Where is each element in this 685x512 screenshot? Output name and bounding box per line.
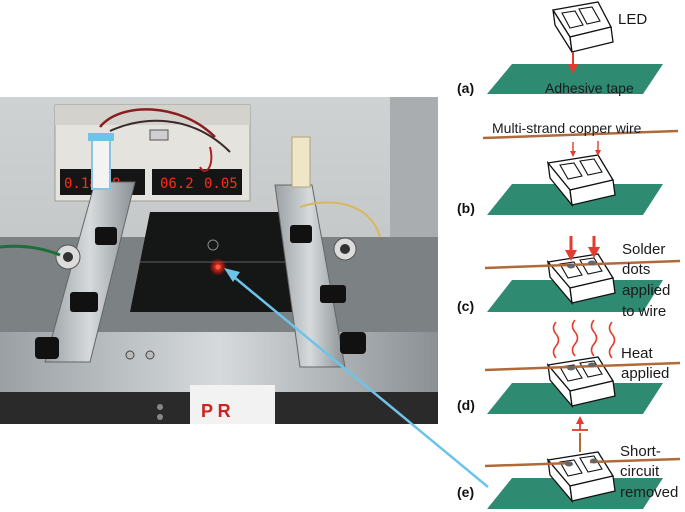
copper-wire-c (484, 259, 681, 270)
copper-wire-label: Multi-strand copper wire (492, 120, 642, 136)
solder-label-4: to wire (622, 303, 666, 320)
panel-d: Heat applied (d) (457, 319, 681, 414)
display-voltage-1: 0.18 (64, 176, 98, 192)
short-label-1: Short- (620, 443, 661, 460)
down-arrow-a (568, 64, 578, 74)
up-arrow-e (576, 416, 584, 424)
heat-waves (552, 319, 616, 359)
adhesive-tape-b (487, 184, 663, 215)
panel-b: Multi-strand copper wire (b) (457, 120, 679, 216)
panel-label-d: (d) (457, 397, 475, 413)
adhesive-tape-a (487, 64, 663, 94)
heat-label-1: Heat (621, 345, 654, 362)
adhesive-tape-d (487, 383, 663, 414)
solder-arrow-1 (565, 250, 577, 261)
short-label-3: removed (620, 484, 678, 501)
solder-label-3: applied (622, 282, 670, 299)
panel-label-e: (e) (457, 484, 474, 500)
short-label-2: circuit (620, 463, 660, 480)
heat-label-2: applied (621, 365, 669, 382)
adhesive-tape-label: Adhesive tape (545, 80, 634, 96)
led-label: LED (618, 11, 647, 28)
panel-label-b: (b) (457, 200, 475, 216)
solder-label-2: dots (622, 261, 650, 278)
panel-a: LED Adhesive tape (a) (457, 1, 663, 96)
copper-wire-e-right (589, 457, 681, 464)
copper-wire-d (484, 361, 681, 372)
panel-e: Short- circuit removed (e) (457, 416, 681, 509)
adhesive-tape-c (487, 280, 663, 312)
copper-wire-e-left (484, 461, 573, 468)
solder-arrow-2 (588, 247, 600, 258)
adhesive-tape-e (487, 478, 663, 509)
copper-wire-b (482, 129, 679, 140)
panel-c: Solder dots applied to wire (c) (457, 236, 681, 320)
svg-text:P R: P R (201, 401, 231, 421)
solder-label-1: Solder (622, 241, 665, 258)
panel-label-a: (a) (457, 80, 474, 96)
lab-setup-photo: 0.18 8 06.2 0.05 P R (0, 97, 438, 424)
display-current-2: 0.05 (204, 176, 238, 192)
display-voltage-2: 06.2 (160, 176, 194, 192)
panel-label-c: (c) (457, 298, 474, 314)
